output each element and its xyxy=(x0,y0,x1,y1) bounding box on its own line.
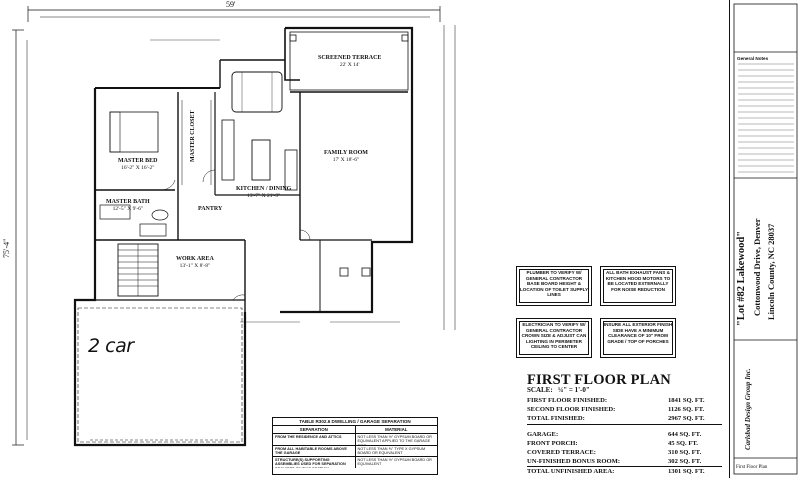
room-label: PANTRY xyxy=(198,206,223,212)
table-row: STRUCTURE(S) SUPPORTING ASSEMBLIES USED … xyxy=(273,457,437,468)
floor-plan-drawing xyxy=(12,6,456,447)
room-master-closet: MASTER CLOSET xyxy=(190,110,197,162)
area-value: 45 SQ. FT. xyxy=(668,439,698,447)
room-kitchen-dining: KITCHEN / DINING 13'-7" X 21'-9" xyxy=(236,186,291,200)
area-value: 1126 SQ. FT. xyxy=(668,406,705,414)
room-label: SCREENED TERRACE xyxy=(318,55,382,61)
garage-separation-table: TABLE R302.6 DWELLING / GARAGE SEPARATIO… xyxy=(272,417,438,475)
area-label: FRONT PORCH: xyxy=(527,439,578,447)
room-dim: 17' X 18'-6" xyxy=(332,157,360,163)
table-caption: TABLE R302.6 DWELLING / GARAGE SEPARATIO… xyxy=(273,418,437,426)
overall-width-dimension: 59' xyxy=(226,0,236,9)
table-header: SEPARATION MATERIAL xyxy=(273,426,437,434)
table-cell: NOT LESS THAN ⅝" TYPE X GYPSUM BOARD OR … xyxy=(357,446,426,455)
scale-label: SCALE: xyxy=(527,386,553,394)
scale-line: SCALE: ¼" = 1'-0" xyxy=(527,386,590,394)
project-county: Lincoln County, NC 28037 xyxy=(766,223,776,320)
area-row-total-unfinished: TOTAL UNFINISHED AREA: 1301 SQ. FT. xyxy=(527,467,722,476)
table-row: FROM ALL HABITABLE ROOMS ABOVE THE GARAG… xyxy=(273,445,437,458)
area-schedule: FIRST FLOOR FINISHED: 1841 SQ. FT. SECON… xyxy=(527,396,722,477)
project-lot-name: "Lot #82 Lakewood" xyxy=(736,230,747,326)
area-row: FIRST FLOOR FINISHED: 1841 SQ. FT. xyxy=(527,396,722,405)
table-row: FROM THE RESIDENCE AND ATTICS NOT LESS T… xyxy=(273,434,437,446)
room-screened-terrace: SCREENED TERRACE 22' X 14' xyxy=(318,55,381,69)
room-dim: 12'-5" X 9'-6" xyxy=(112,206,144,212)
area-value: 1841 SQ. FT. xyxy=(668,397,705,405)
sheet-title: FIRST FLOOR PLAN xyxy=(527,372,671,388)
room-master-bed: MASTER BED 16'-2" X 16'-2" xyxy=(118,158,158,172)
area-value: 302 SQ. FT. xyxy=(668,458,702,466)
room-dim: 13'-1" X 8'-8" xyxy=(179,263,211,269)
area-row: GARAGE: 644 SQ. FT. xyxy=(527,430,722,439)
general-notes-heading: General Notes xyxy=(737,56,769,61)
area-label: UN-FINISHED BONUS ROOM: xyxy=(527,458,621,466)
room-work-area: WORK AREA 13'-1" X 8'-8" xyxy=(176,256,214,270)
area-row: COVERED TERRACE: 310 SQ. FT. xyxy=(527,448,722,457)
room-label: FAMILY ROOM xyxy=(324,150,368,156)
area-row: UN-FINISHED BONUS ROOM: 302 SQ. FT. xyxy=(527,457,722,468)
table-cell: FROM ALL HABITABLE ROOMS ABOVE THE GARAG… xyxy=(273,445,356,457)
column-header: SEPARATION xyxy=(273,426,356,433)
room-label: MASTER BED xyxy=(118,158,158,164)
area-row-total-finished: TOTAL FINISHED: 2967 SQ. FT. xyxy=(527,414,722,425)
table-cell: NOT LESS THAN ½" GYPSUM BOARD OR EQUIVAL… xyxy=(357,435,432,445)
project-street: Cottonwood Drive, Denver xyxy=(752,218,762,317)
area-value: 644 SQ. FT. xyxy=(668,430,702,438)
area-row: SECOND FLOOR FINISHED: 1126 SQ. FT. xyxy=(527,405,722,414)
area-label: COVERED TERRACE: xyxy=(527,449,596,457)
room-label: WORK AREA xyxy=(176,256,214,262)
scale-value: ¼" = 1'-0" xyxy=(557,386,590,394)
note-box-electrician: ELECTRICIAN TO VERIFY W/ GENERAL CONTRAC… xyxy=(516,318,592,358)
area-value: 1301 SQ. FT. xyxy=(668,468,705,476)
note-box-plumber: PLUMBER TO VERIFY W/ GENERAL CONTRACTOR … xyxy=(516,266,592,306)
table-cell: STRUCTURE(S) SUPPORTING ASSEMBLIES USED … xyxy=(273,457,356,468)
area-value: 2967 SQ. FT. xyxy=(668,415,705,423)
area-row: FRONT PORCH: 45 SQ. FT. xyxy=(527,439,722,448)
room-master-bath: MASTER BATH 12'-5" X 9'-6" xyxy=(106,199,150,213)
note-box-exhaust: ALL BATH EXHAUST FANS & KITCHEN HOOD MOT… xyxy=(600,266,676,306)
area-label: TOTAL FINISHED: xyxy=(527,415,585,423)
room-pantry: PANTRY xyxy=(198,206,222,213)
room-family-room: FAMILY ROOM 17' X 18'-6" xyxy=(324,150,368,164)
handwritten-note: 2 car xyxy=(88,335,134,357)
note-box-exterior-finish: INSURE ALL EXTERIOR FINISH SIDE HAVE A M… xyxy=(600,318,676,358)
area-label: SECOND FLOOR FINISHED: xyxy=(527,406,616,414)
room-dim: 13'-7" X 21'-9" xyxy=(246,193,281,199)
area-label: FIRST FLOOR FINISHED: xyxy=(527,397,608,405)
page-label: First Floor Plan xyxy=(736,465,768,470)
room-dim: 22' X 14' xyxy=(339,62,360,68)
area-value: 310 SQ. FT. xyxy=(668,449,702,457)
company-name: Carlsbad Design Group Inc. xyxy=(744,368,752,450)
title-block xyxy=(729,0,800,478)
title-block-frame xyxy=(733,3,798,475)
overall-depth-dimension: 75'-4" xyxy=(2,238,11,258)
table-cell: FROM THE RESIDENCE AND ATTICS xyxy=(273,434,356,445)
column-header: MATERIAL xyxy=(385,427,408,432)
area-label: GARAGE: xyxy=(527,430,559,438)
table-cell: NOT LESS THAN ½" GYPSUM BOARD OR EQUIVAL… xyxy=(357,458,432,467)
room-dim: 16'-2" X 16'-2" xyxy=(121,165,155,171)
area-label: TOTAL UNFINISHED AREA: xyxy=(527,468,615,476)
room-label: KITCHEN / DINING xyxy=(236,186,292,192)
room-label: MASTER BATH xyxy=(106,199,150,205)
room-label: MASTER CLOSET xyxy=(190,110,196,162)
